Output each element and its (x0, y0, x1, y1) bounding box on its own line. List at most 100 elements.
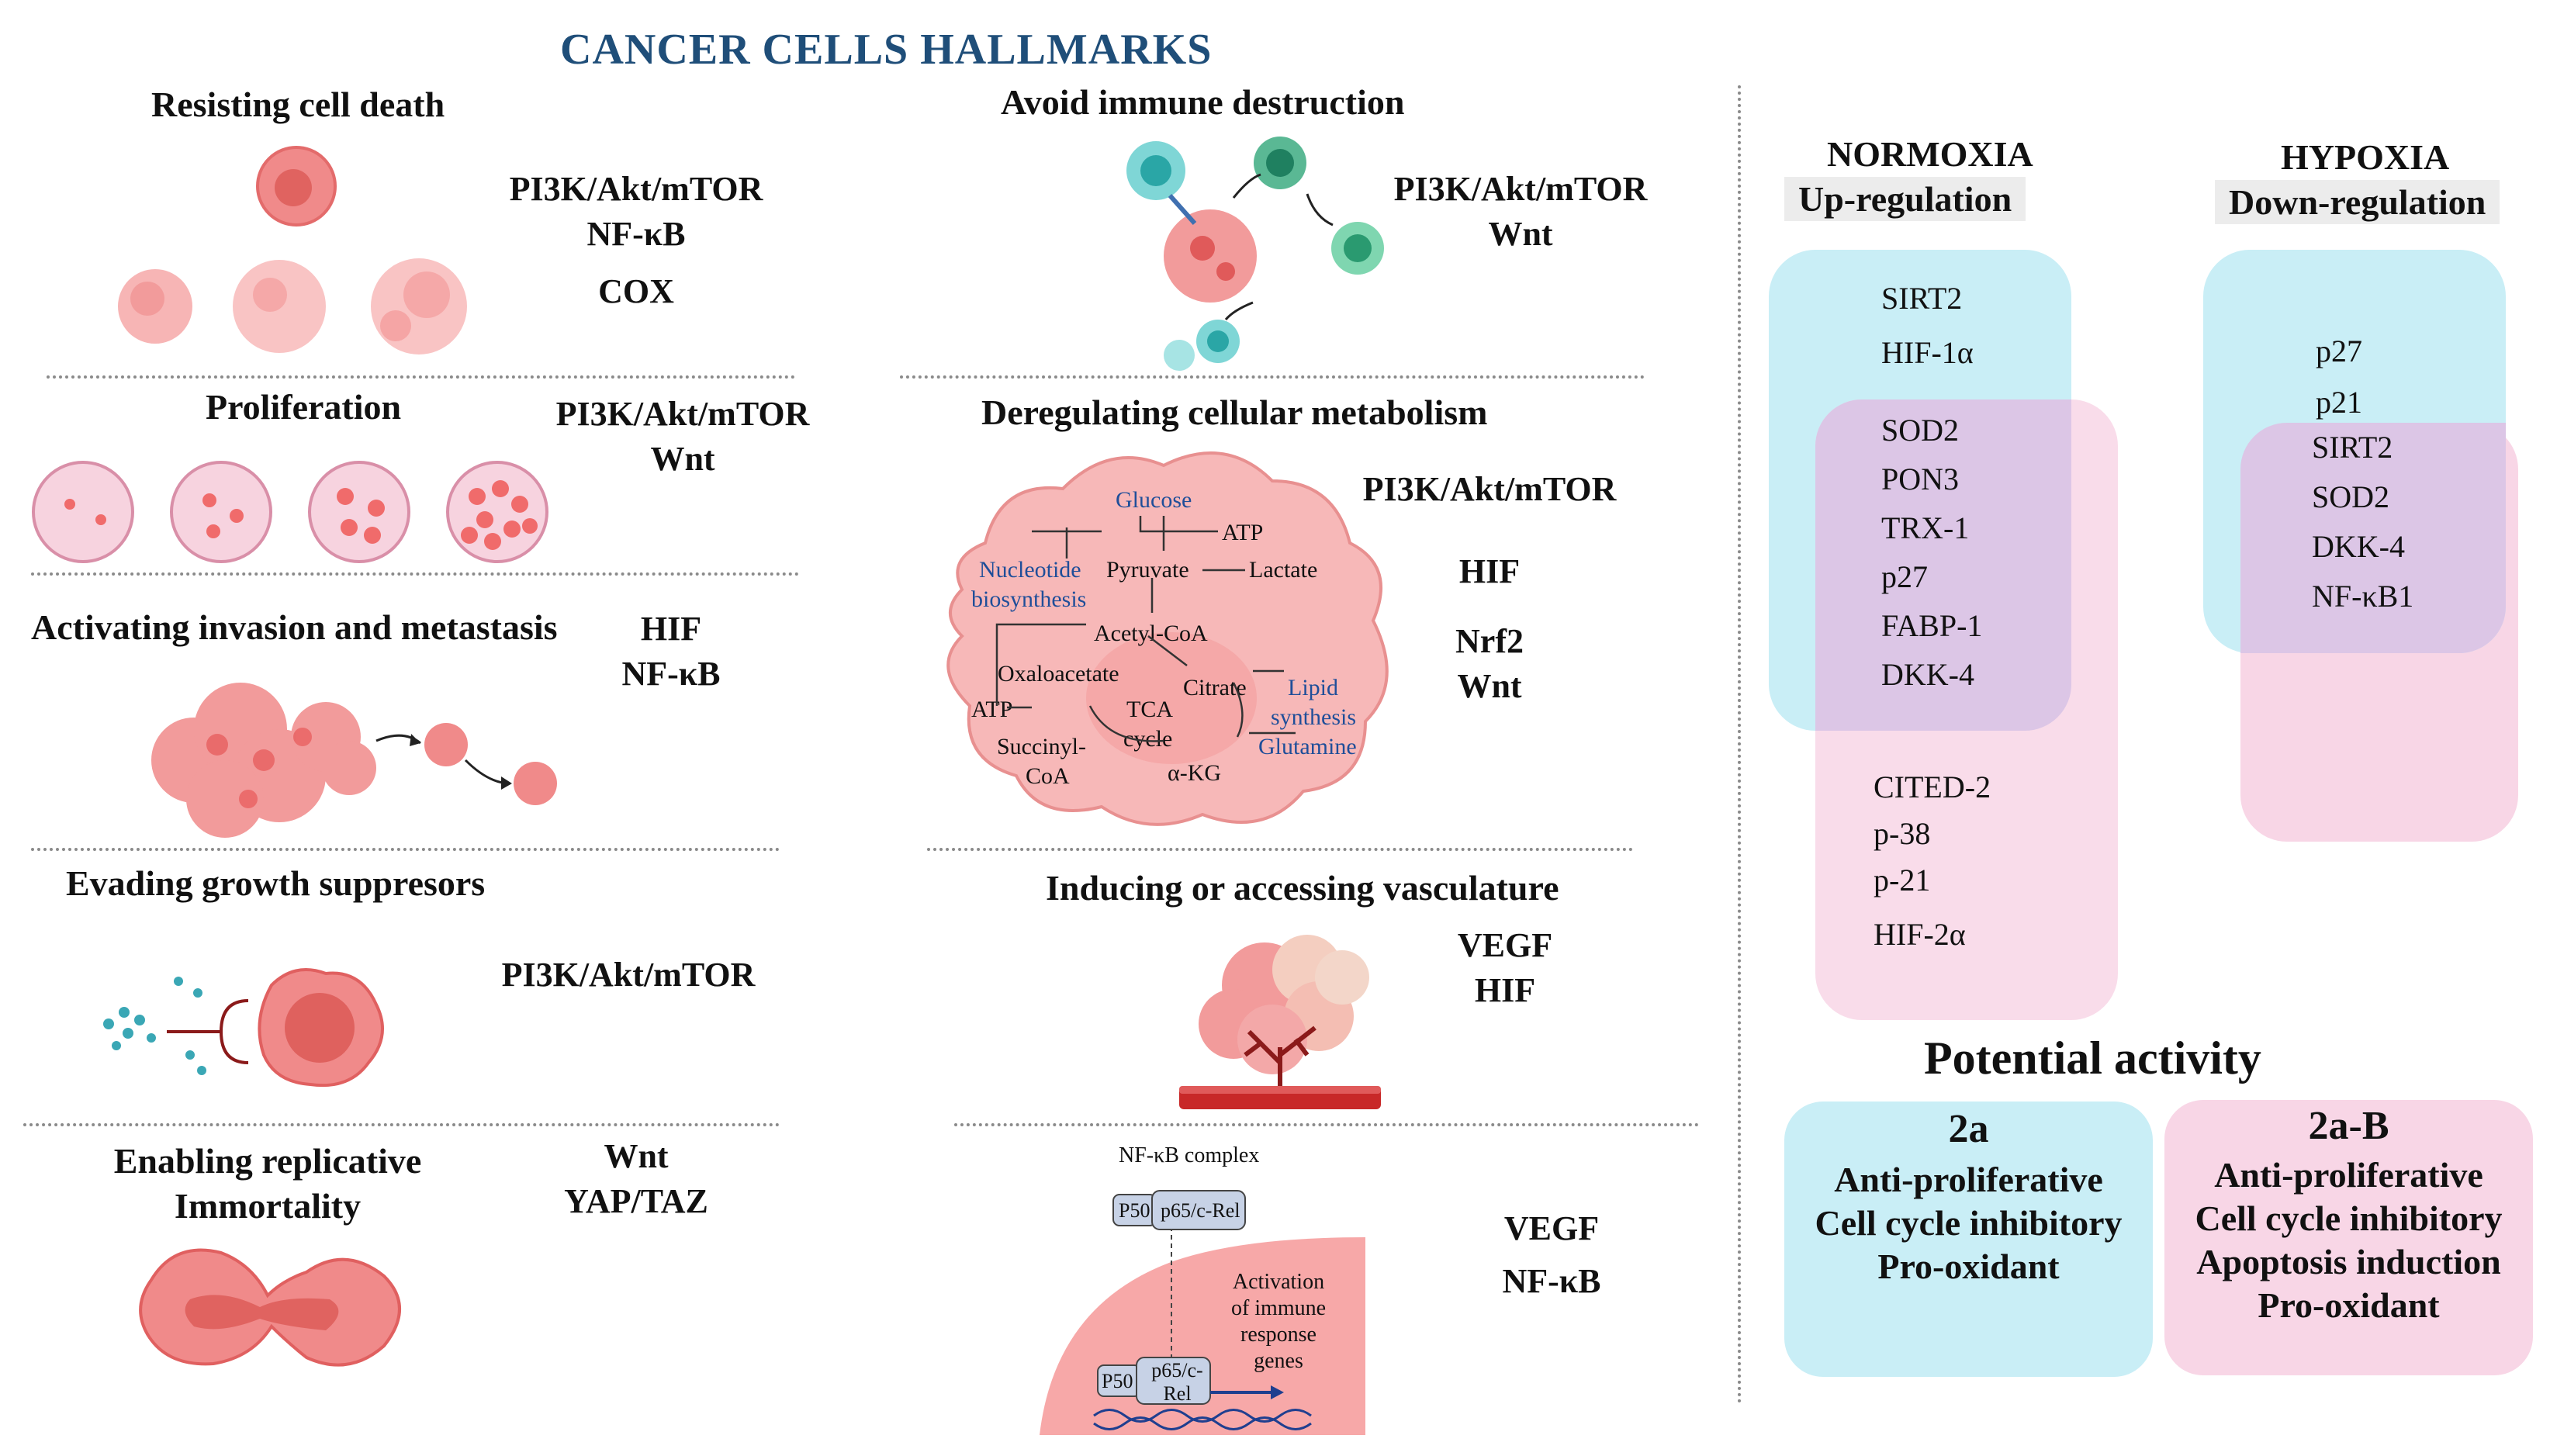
pathway-label: VEGF (1503, 1209, 1600, 1247)
label-alpha-kg: α-KG (1168, 760, 1222, 786)
metabolism-cell-shape (946, 451, 1389, 826)
normoxia-subtitle: Up-regulation (1784, 177, 2026, 221)
hallmark-immune-title: Avoid immune destruction (1001, 82, 1405, 122)
pathway-label: NF-κB (1502, 1262, 1601, 1300)
p50-label: P50 (1102, 1370, 1133, 1392)
gene-label: HIF-2α (1874, 917, 1966, 952)
gene-label: HIF-1α (1881, 335, 1974, 370)
activity-2a-box: 2a Anti-proliferative Cell cycle inhibit… (1784, 1102, 2153, 1377)
label-line: p65/c- (1151, 1359, 1203, 1382)
pathway-label: YAP/TAZ (564, 1182, 708, 1220)
activity-line: Anti-proliferative (1834, 1160, 2103, 1199)
pathway-label: Nrf2 (1455, 622, 1524, 660)
label-line: Activation (1232, 1270, 1325, 1294)
figure-title: CANCER CELLS HALLMARKS (560, 26, 1213, 74)
metabolism-arrows (995, 516, 1296, 742)
pathway-label: NF-κB (586, 215, 686, 253)
dying-cells-illustration (118, 146, 467, 354)
hallmark-invasion-title: Activating invasion and metastasis (31, 607, 558, 647)
divider (23, 1123, 780, 1126)
label-glutamine: Glutamine (1258, 734, 1357, 759)
hypoxia-overlap-region (2240, 423, 2506, 653)
gene-label: DKK-4 (2312, 529, 2405, 564)
label-tca: TCA (1126, 697, 1173, 722)
immune-pathways: PI3K/Akt/mTOR Wnt (1365, 167, 1676, 257)
gene-label: PON3 (1881, 462, 1960, 496)
label-synthesis: synthesis (1271, 704, 1357, 730)
gene-label: p27 (2316, 334, 2362, 368)
pathway-label: Wnt (1488, 215, 1553, 253)
hypoxia-blue-list: p27 p21 (2316, 326, 2362, 428)
label-oxaloacetate: Oxaloacetate (998, 661, 1119, 686)
label-biosynthesis: biosynthesis (971, 586, 1087, 612)
label-line: response genes (1240, 1323, 1317, 1373)
vasculature-illustration (1179, 935, 1381, 1109)
hypoxia-title: HYPOXIA (2281, 137, 2450, 177)
vertical-divider (1738, 85, 1741, 1404)
pathway-label: HIF (1458, 552, 1521, 590)
gene-label: SIRT2 (1881, 281, 1963, 316)
label-acetyl-coa: Acetyl-CoA (1094, 621, 1208, 646)
activity-line: Apoptosis induction (2196, 1242, 2501, 1281)
pathway-label: COX (598, 272, 674, 310)
hallmark-replicative-title: Enabling replicative Immortality (93, 1139, 442, 1229)
nfkb-complex-label: NF-κB complex (1119, 1143, 1260, 1167)
divider (900, 375, 1645, 379)
title-line: Immortality (174, 1186, 362, 1226)
normoxia-title: NORMOXIA (1827, 134, 2033, 174)
activity-2a-name: 2a (1948, 1107, 1989, 1151)
activity-line: Anti-proliferative (2214, 1155, 2483, 1195)
pathway-label: Wnt (604, 1137, 669, 1175)
hallmark-proliferation-title: Proliferation (206, 387, 402, 427)
hallmark-metabolism-title: Deregulating cellular metabolism (981, 393, 1488, 432)
metabolism-pathways: HIF Nrf2 Wnt (1443, 549, 1536, 709)
gene-label: SOD2 (2312, 479, 2390, 514)
gene-label: p-21 (1874, 863, 1931, 897)
gene-label: DKK-4 (1881, 657, 1974, 692)
divider (927, 848, 1633, 851)
proliferating-cells-illustration (32, 461, 548, 563)
label-lipid: Lipid (1288, 675, 1338, 700)
gene-label: FABP-1 (1881, 608, 1983, 643)
hypoxia-subtitle: Down-regulation (2215, 180, 2500, 224)
pathway-label: HIF (640, 610, 702, 648)
normoxia-overlap-region (1815, 399, 2071, 731)
potential-activity-title: Potential activity (1924, 1032, 2261, 1084)
label-line: Rel (1163, 1382, 1192, 1405)
pathway-label: PI3K/Akt/mTOR (1393, 170, 1648, 208)
activity-line: Cell cycle inhibitory (1815, 1203, 2123, 1243)
nfkb-pathways: VEGF NF-κB (1474, 1202, 1629, 1308)
hallmark-evading-title: Evading growth suppresors (66, 863, 486, 903)
nfkb-diagram (1040, 1190, 1365, 1435)
p65-label: p65/c-Rel (1161, 1199, 1240, 1222)
pathway-label: PI3K/Akt/mTOR (555, 395, 810, 433)
normoxia-overlap-list: SOD2 PON3 TRX-1 p27 FABP-1 DKK-4 (1881, 406, 1982, 699)
p65-label: p65/c- Rel (1140, 1359, 1214, 1406)
gene-label: p27 (1881, 559, 1928, 594)
gene-label: SOD2 (1881, 413, 1960, 448)
gene-label: NF-κB1 (2312, 579, 2414, 614)
divider (954, 1123, 1699, 1126)
divider (31, 848, 780, 851)
activity-line: Pro-oxidant (2258, 1285, 2440, 1325)
metabolism-pathway-1: PI3K/Akt/mTOR (1334, 467, 1645, 512)
growth-suppressor-illustration (103, 968, 384, 1088)
label-lactate: Lactate (1249, 557, 1318, 583)
label-atp-2: ATP (971, 697, 1013, 722)
label-pyruvate: Pyruvate (1106, 557, 1189, 583)
pathway-label: Wnt (650, 440, 715, 478)
activity-line: Pro-oxidant (1877, 1247, 2060, 1286)
hallmark-vasculature-title: Inducing or accessing vasculature (1046, 868, 1559, 908)
evading-pathways: PI3K/Akt/mTOR (473, 953, 784, 998)
hypoxia-overlap-list: SIRT2 SOD2 DKK-4 NF-κB1 (2312, 423, 2413, 621)
gene-label: TRX-1 (1881, 510, 1970, 545)
normoxia-pink-list: CITED-2 p-38 p-21 HIF-2α (1874, 764, 1991, 958)
divider (31, 572, 799, 576)
pathway-label: PI3K/Akt/mTOR (509, 170, 763, 208)
invasion-pathways: HIF NF-κB (613, 607, 729, 697)
gene-label: SIRT2 (2312, 430, 2393, 465)
pathway-label: NF-κB (621, 655, 721, 693)
activity-line: Cell cycle inhibitory (2195, 1198, 2503, 1238)
label-nucleotide: Nucleotide (979, 557, 1081, 583)
immune-cells-illustration (1126, 137, 1384, 371)
